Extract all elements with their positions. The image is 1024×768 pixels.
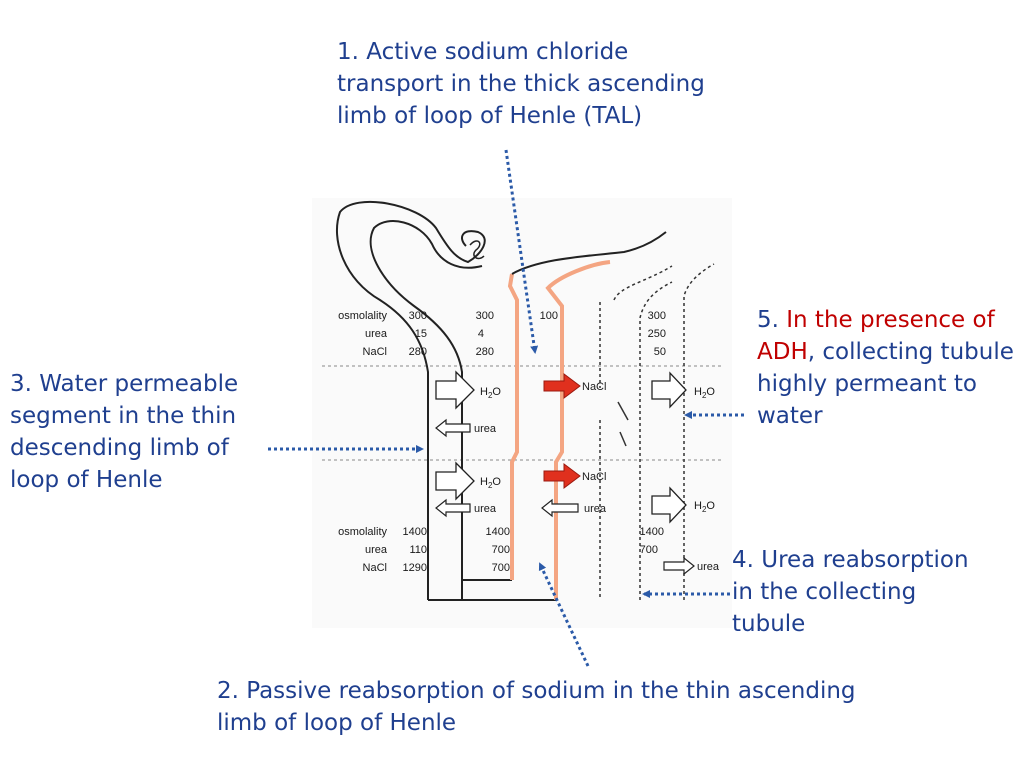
distal-tubule (511, 231, 667, 275)
caption-adh-rest: , collecting tubule highly permeant to w… (757, 339, 1014, 429)
caption-adh-collecting-tubule: 5. In the presence of ADH, collecting tu… (757, 304, 1017, 432)
value-proximal-osmolality: 300 (409, 310, 427, 322)
urea-label-descending-lower: urea (474, 503, 497, 515)
value-proximal-nacl: 280 (409, 346, 427, 358)
h2o-arrow-upper (435, 370, 475, 410)
glomerulus-coil (469, 240, 485, 260)
h2o-arrow-collecting-upper (651, 371, 687, 409)
h2o-label-collecting-upper: H2O (694, 386, 715, 400)
h2o-label-upper: H2O (480, 386, 501, 400)
collecting-duct-mid-wall (639, 281, 673, 600)
h2o-label-lower: H2O (480, 476, 501, 490)
nacl-arrow-upper (543, 373, 581, 399)
urea-arrow-descending-upper (435, 418, 471, 438)
row-label-osmolality-top: osmolality (338, 310, 387, 322)
urea-arrow-tal (541, 498, 579, 518)
value-medulla-nacl: 1290 (403, 562, 427, 574)
caption-adh-number: 5. (757, 307, 787, 333)
nacl-label-lower: NaCl (582, 471, 606, 483)
tal-outer-wall (545, 260, 611, 600)
caption-thin-ascending-passive: 2. Passive reabsorption of sodium in the… (217, 678, 856, 736)
collecting-duct-gap-mark-1 (617, 401, 629, 421)
row-label-osmolality-bottom: osmolality (338, 526, 387, 538)
caption-thin-descending-water: 3. Water permeable segment in the thin d… (10, 371, 239, 493)
h2o-arrow-collecting-lower (651, 486, 687, 524)
h2o-label-collecting-lower: H2O (694, 500, 715, 514)
value-loop-osmolality: 1400 (486, 526, 510, 538)
proximal-tubule-inner-wall (369, 220, 483, 600)
urea-label-tal: urea (584, 503, 607, 515)
value-medulla-osmolality: 1400 (403, 526, 427, 538)
value-descending-osmolality: 300 (476, 310, 494, 322)
urea-arrow-collecting (663, 556, 695, 576)
urea-label-descending-upper: urea (474, 423, 497, 435)
row-label-urea-bottom: urea (365, 544, 388, 556)
tal-inner-wall (507, 273, 519, 580)
row-label-nacl-bottom: NaCl (363, 562, 387, 574)
pointer-tal (504, 149, 539, 354)
value-medulla-urea: 110 (409, 544, 427, 556)
value-descending-urea: 4 (478, 328, 484, 340)
value-proximal-urea: 15 (415, 328, 427, 340)
caption-urea-reabsorption: 4. Urea reabsorption in the collecting t… (732, 547, 969, 637)
value-duct-urea: 700 (640, 544, 658, 556)
urea-arrow-descending-lower (435, 498, 471, 518)
pointer-thin-ascending (538, 562, 590, 667)
nacl-arrow-lower (543, 463, 581, 489)
value-collecting-urea: 250 (648, 328, 666, 340)
caption-tal-active-transport: 1. Active sodium chloride transport in t… (337, 39, 705, 129)
value-collecting-nacl: 50 (654, 346, 666, 358)
caption-adh-highlight: In the presence of ADH (757, 307, 995, 365)
value-tal-osmolality: 100 (540, 310, 558, 322)
value-loop-nacl: 700 (492, 562, 510, 574)
collecting-duct-gap-mark-2 (619, 431, 627, 447)
nacl-label-upper: NaCl (582, 381, 606, 393)
value-descending-nacl: 280 (476, 346, 494, 358)
value-loop-urea: 700 (492, 544, 510, 556)
proximal-tubule-outer-wall (335, 200, 486, 600)
row-label-urea-top: urea (365, 328, 388, 340)
value-duct-osmolality: 1400 (640, 526, 664, 538)
value-collecting-osmolality: 300 (648, 310, 666, 322)
row-label-nacl-top: NaCl (363, 346, 387, 358)
urea-label-collecting: urea (697, 561, 720, 573)
h2o-arrow-lower (435, 461, 475, 501)
collecting-duct-outer-wall (683, 263, 715, 600)
